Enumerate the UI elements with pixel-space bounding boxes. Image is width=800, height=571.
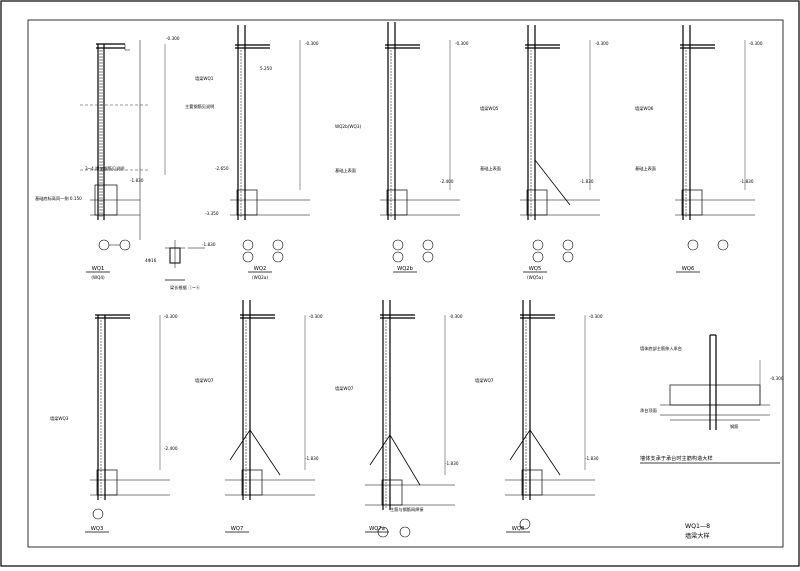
inner-border bbox=[27, 19, 784, 548]
footer-code: WQ1—8 bbox=[685, 523, 710, 530]
detail-title-wq5: WQ5 bbox=[529, 266, 542, 272]
svg-text:墙梁WQ1: 墙梁WQ1 bbox=[195, 75, 214, 82]
svg-text:墙梁WQ7: 墙梁WQ7 bbox=[475, 377, 494, 384]
svg-text:墙梁WQ7: 墙梁WQ7 bbox=[195, 377, 214, 384]
detail-subtitle-wq5: (WQ5a) bbox=[527, 275, 543, 280]
svg-text:-1.830: -1.830 bbox=[445, 461, 459, 466]
svg-text:墙梁WQ6: 墙梁WQ6 bbox=[635, 105, 654, 112]
svg-text:-3.350: -3.350 bbox=[205, 211, 219, 216]
svg-text:-0.300: -0.300 bbox=[449, 314, 463, 319]
svg-text:基础上表面: 基础上表面 bbox=[335, 167, 356, 174]
svg-text:-0.300: -0.300 bbox=[455, 41, 469, 46]
svg-text:墙梁WQ3: 墙梁WQ3 bbox=[50, 415, 69, 422]
svg-text:基础底标高同一侧 0.150: 基础底标高同一侧 0.150 bbox=[35, 195, 82, 202]
yl1-elev: -1.830 bbox=[202, 242, 216, 247]
sheet-footer: WQ1—8 墙梁大样 bbox=[685, 523, 710, 540]
svg-text:-1.830: -1.830 bbox=[580, 179, 594, 184]
svg-text:WQ2b(WQ3): WQ2b(WQ3) bbox=[335, 124, 361, 129]
note-label-2: -0.300 bbox=[770, 376, 784, 381]
detail-subtitle-wq2: (WQ2a) bbox=[252, 275, 268, 280]
svg-text:主要钢筋见说明: 主要钢筋见说明 bbox=[185, 103, 214, 110]
svg-text:基础上表面: 基础上表面 bbox=[480, 165, 501, 172]
svg-text:墙梁WQ5: 墙梁WQ5 bbox=[480, 105, 499, 112]
detail-title-wq6: WQ6 bbox=[682, 266, 695, 272]
svg-text:-1.830: -1.830 bbox=[740, 179, 754, 184]
detail-wq8: -0.300 墙梁WQ7 -1.830 bbox=[475, 300, 603, 530]
note-title: 墙体支承于承台时主筋构造大样 bbox=[640, 454, 713, 462]
svg-text:-0.300: -0.300 bbox=[305, 41, 319, 46]
yl1-rebar: 4Φ16 bbox=[145, 258, 157, 263]
svg-text:-0.300: -0.300 bbox=[166, 36, 180, 41]
detail-wq7: -0.300 墙梁WQ7 -1.830 bbox=[195, 300, 323, 500]
detail-wq2b: -0.300 WQ2b(WQ3) 基础上表面 -2.400 bbox=[335, 22, 469, 263]
note-label-3: 承台顶面 bbox=[640, 407, 657, 414]
detail-wq3: -0.300 墙梁WQ3 -2.400 bbox=[50, 314, 178, 520]
yl1-note: 梁长根据 ⓘ~ⓚ bbox=[170, 284, 201, 291]
detail-title-wq1: WQ1 bbox=[92, 266, 105, 272]
detail-subtitle-wq1: (WQ4) bbox=[91, 275, 105, 280]
detail-yl1-section: -1.830 4Φ16 梁长根据 ⓘ~ⓚ bbox=[145, 240, 216, 291]
note-label-1: 墙体底部主筋伸入承台 bbox=[640, 345, 682, 352]
svg-text:-0.300: -0.300 bbox=[595, 41, 609, 46]
detail-title-wq7a: WQ7a bbox=[369, 526, 385, 532]
svg-text:-2.400: -2.400 bbox=[164, 446, 178, 451]
svg-text:-0.300: -0.300 bbox=[749, 41, 763, 46]
detail-wq6: -0.300 墙梁WQ6 基础上表面 -1.830 bbox=[635, 25, 763, 251]
svg-text:基础上表面: 基础上表面 bbox=[635, 165, 656, 172]
detail-title-wq8: WQ8 bbox=[512, 526, 525, 532]
svg-text:主筋与钢筋网焊接: 主筋与钢筋网焊接 bbox=[390, 506, 424, 513]
svg-text:-2.650: -2.650 bbox=[215, 166, 229, 171]
note-label-4: 钢筋 bbox=[730, 423, 738, 430]
svg-text:-1.830: -1.830 bbox=[130, 178, 144, 183]
footer-name: 墙梁大样 bbox=[685, 532, 710, 540]
detail-note: 墙体底部主筋伸入承台 -0.300 承台顶面 钢筋 墙体支承于承台时主筋构造大样 bbox=[640, 334, 784, 464]
svg-text:墙梁WQ7: 墙梁WQ7 bbox=[335, 385, 354, 392]
svg-text:-1.830: -1.830 bbox=[585, 456, 599, 461]
detail-title-wq7: WQ7 bbox=[231, 526, 244, 532]
detail-wq7a: -0.300 墙梁WQ7 -1.830 主筋与钢筋网焊接 bbox=[335, 300, 463, 538]
svg-text:-2.400: -2.400 bbox=[440, 179, 454, 184]
detail-title-wq2: WQ2 bbox=[254, 266, 267, 272]
wq2-label-elev: 5.250 bbox=[260, 66, 272, 71]
svg-text:-1.830: -1.830 bbox=[305, 456, 319, 461]
svg-text:-0.300: -0.300 bbox=[164, 314, 178, 319]
detail-title-wq2b: WQ2b bbox=[397, 266, 414, 272]
detail-wq1: -0.300 3~4,附加钢筋见说明 -1.830 基础底标高同一侧 0.150 bbox=[35, 36, 180, 251]
svg-text:3~4,附加钢筋见说明: 3~4,附加钢筋见说明 bbox=[85, 165, 124, 172]
detail-wq2: -0.300 5.250 墙梁WQ1 主要钢筋见说明 -2.650 -3.350 bbox=[185, 25, 319, 263]
detail-title-wq3: WQ3 bbox=[91, 526, 104, 532]
svg-text:-0.300: -0.300 bbox=[589, 314, 603, 319]
detail-wq5: -0.300 墙梁WQ5 基础上表面 -1.830 bbox=[480, 25, 609, 263]
svg-text:-0.300: -0.300 bbox=[309, 314, 323, 319]
